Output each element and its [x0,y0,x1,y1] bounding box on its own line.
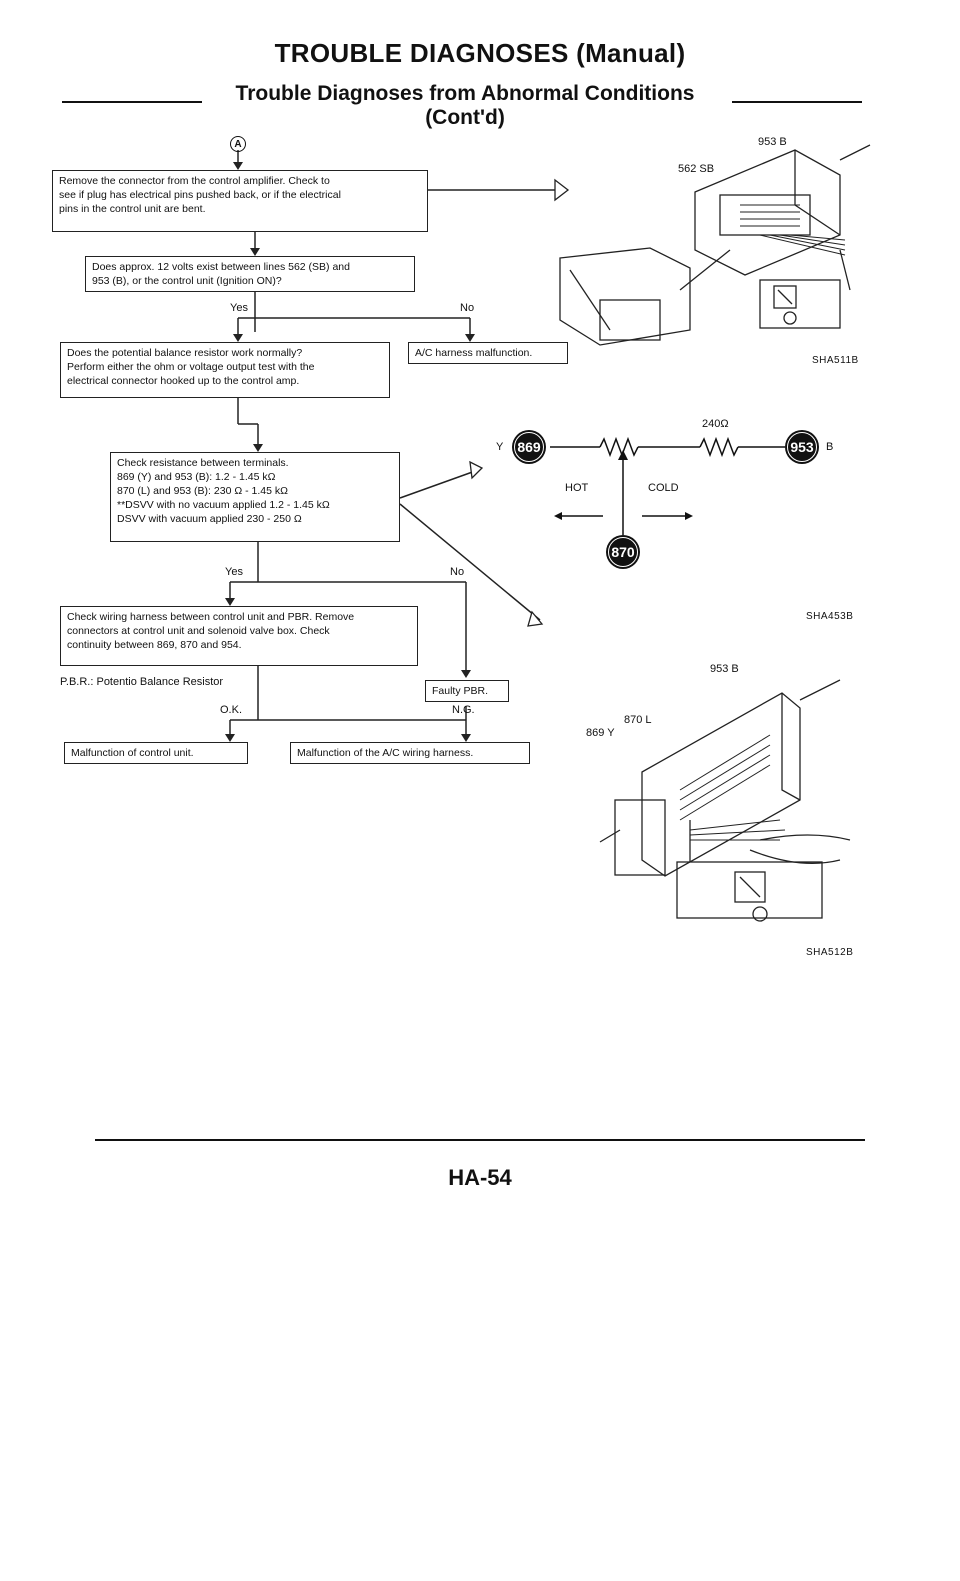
fig1-code: SHA511B [812,355,859,366]
result-control-unit-malfunction: Malfunction of control unit. [64,742,248,764]
fig2-resistance: 240Ω [702,418,729,430]
pbr-note: P.B.R.: Potentio Balance Resistor [60,676,224,688]
result-wiring-malfunction: Malfunction of the A/C wiring harness. [290,742,530,764]
step-check-wiring: Check wiring harness between control uni… [60,606,418,666]
step-text: DSVV with vacuum applied 230 - 250 Ω [117,513,302,525]
fig2-wire-color-y: Y [496,441,504,453]
result-text: Faulty PBR. [432,685,489,697]
ng-label: N.G. [452,704,475,716]
terminal-953-label: 953 [787,432,817,462]
step-text: pins in the control unit are bent. [59,203,206,215]
step-text: Does approx. 12 volts exist between line… [92,261,350,273]
fig1-label-562: 562 SB [678,163,715,175]
terminal-870: 870 [606,535,640,569]
result-text: A/C harness malfunction. [415,347,533,359]
step-remove-connector: Remove the connector from the control am… [52,170,428,232]
step-text: Does the potential balance resistor work… [67,347,303,359]
step-potential-balance: Does the potential balance resistor work… [60,342,390,398]
step-text: Remove the connector from the control am… [59,175,330,187]
step-check-voltage: Does approx. 12 volts exist between line… [85,256,415,292]
no-label: No [460,302,475,314]
start-marker: A [230,136,246,152]
step-text: Perform either the ohm or voltage output… [67,361,315,373]
fig2-cold: COLD [648,482,679,494]
subtitle-rule-left [62,101,202,103]
result-harness-malfunction: A/C harness malfunction. [408,342,568,364]
terminal-869: 869 [512,430,546,464]
terminal-869-label: 869 [514,432,544,462]
step-text: 869 (Y) and 953 (B): 1.2 - 1.45 kΩ [117,471,276,483]
fig2-wire-color-b: B [826,441,834,453]
result-faulty-pbr: Faulty PBR. [425,680,509,702]
step-text: 870 (L) and 953 (B): 230 Ω - 1.45 kΩ [117,485,288,497]
fig2-code: SHA453B [806,611,854,622]
fig2-hot: HOT [565,482,589,494]
terminal-953: 953 [785,430,819,464]
step-text: **DSVV with no vacuum applied 1.2 - 1.45… [117,499,330,511]
subtitle-rule-right [732,101,862,103]
ok-label: O.K. [220,704,243,716]
yes-label: Yes [230,302,248,314]
fig3-code: SHA512B [806,947,854,958]
step-text: see if plug has electrical pins pushed b… [59,189,341,201]
step-text: connectors at control unit and solenoid … [67,625,330,637]
page-title: TROUBLE DIAGNOSES (Manual) [274,38,686,68]
no-label: No [450,566,465,578]
step-text: Check wiring harness between control uni… [67,611,355,623]
step-check-resistance: Check resistance between terminals. 869 … [110,452,400,542]
step-text: electrical connector hooked up to the co… [67,375,300,387]
fig3-label-953: 953 B [710,663,739,675]
step-text: continuity between 869, 870 and 954. [67,639,242,651]
page-subtitle: Trouble Diagnoses from Abnormal Conditio… [235,82,695,129]
terminal-870-label: 870 [608,537,638,567]
fig3-label-869: 869 Y [586,727,615,739]
result-text: Malfunction of the A/C wiring harness. [297,747,474,759]
result-text: Malfunction of control unit. [71,747,194,759]
fig1-label-953: 953 B [758,136,787,148]
step-text: Check resistance between terminals. [117,457,289,469]
step-text: 953 (B), or the control unit (Ignition O… [92,275,282,287]
fig3-label-870: 870 L [624,714,652,726]
yes-label: Yes [225,566,243,578]
page-number: HA-54 [448,1165,512,1190]
